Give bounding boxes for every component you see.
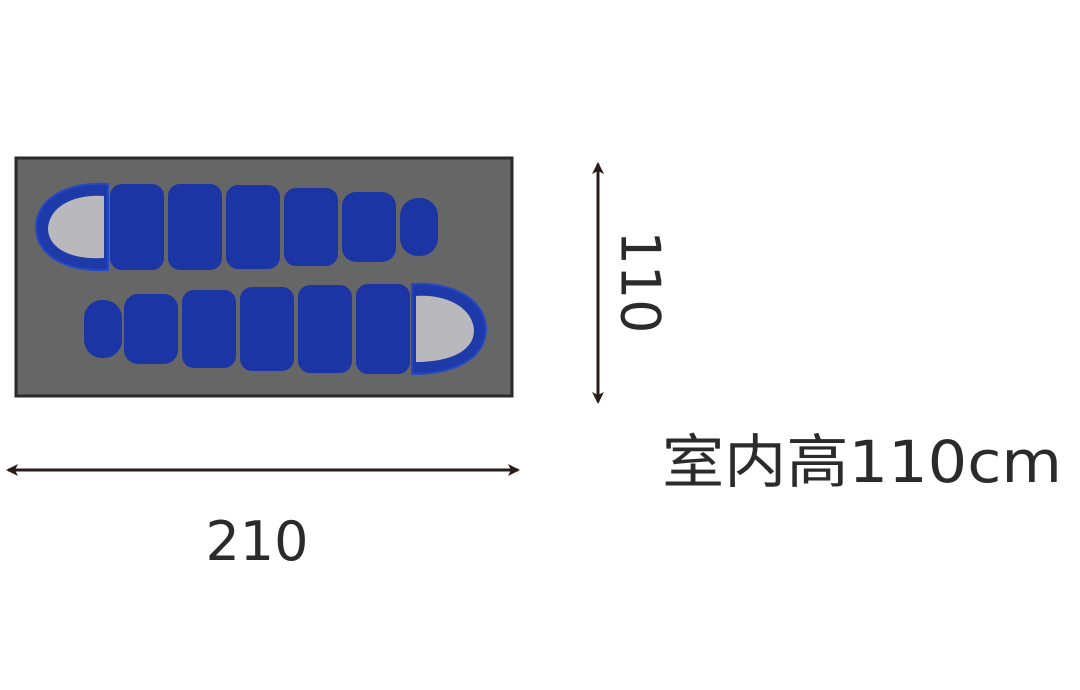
sleeping-bag-top-segment [168, 184, 222, 270]
sleeping-bag-bottom-segment [182, 290, 236, 368]
sleeping-bag-bottom-segment [84, 300, 122, 358]
sleeping-bag-top-segment [110, 184, 164, 270]
sleeping-bag-bottom [84, 282, 488, 376]
sleeping-bag-top-segment [226, 185, 280, 269]
sleeping-bag-bottom-segment [240, 287, 294, 371]
sleeping-bag-top-face [48, 195, 104, 259]
sleeping-bag-bottom-segment [124, 294, 178, 364]
sleeping-bag-bottom-segment [356, 284, 410, 374]
sleeping-bag-top-segment [284, 188, 338, 266]
sleeping-bag-top-segment [342, 192, 396, 262]
width-label: 210 [205, 510, 308, 573]
interior-height-label: 室内高110cm [662, 428, 1062, 496]
sleeping-bag-bottom-face [416, 295, 474, 362]
depth-label: 110 [608, 230, 671, 333]
sleeping-bag-top-segment [400, 198, 438, 256]
sleeping-bag-bottom-segment [298, 285, 352, 373]
sleeping-bag-top [34, 182, 438, 272]
